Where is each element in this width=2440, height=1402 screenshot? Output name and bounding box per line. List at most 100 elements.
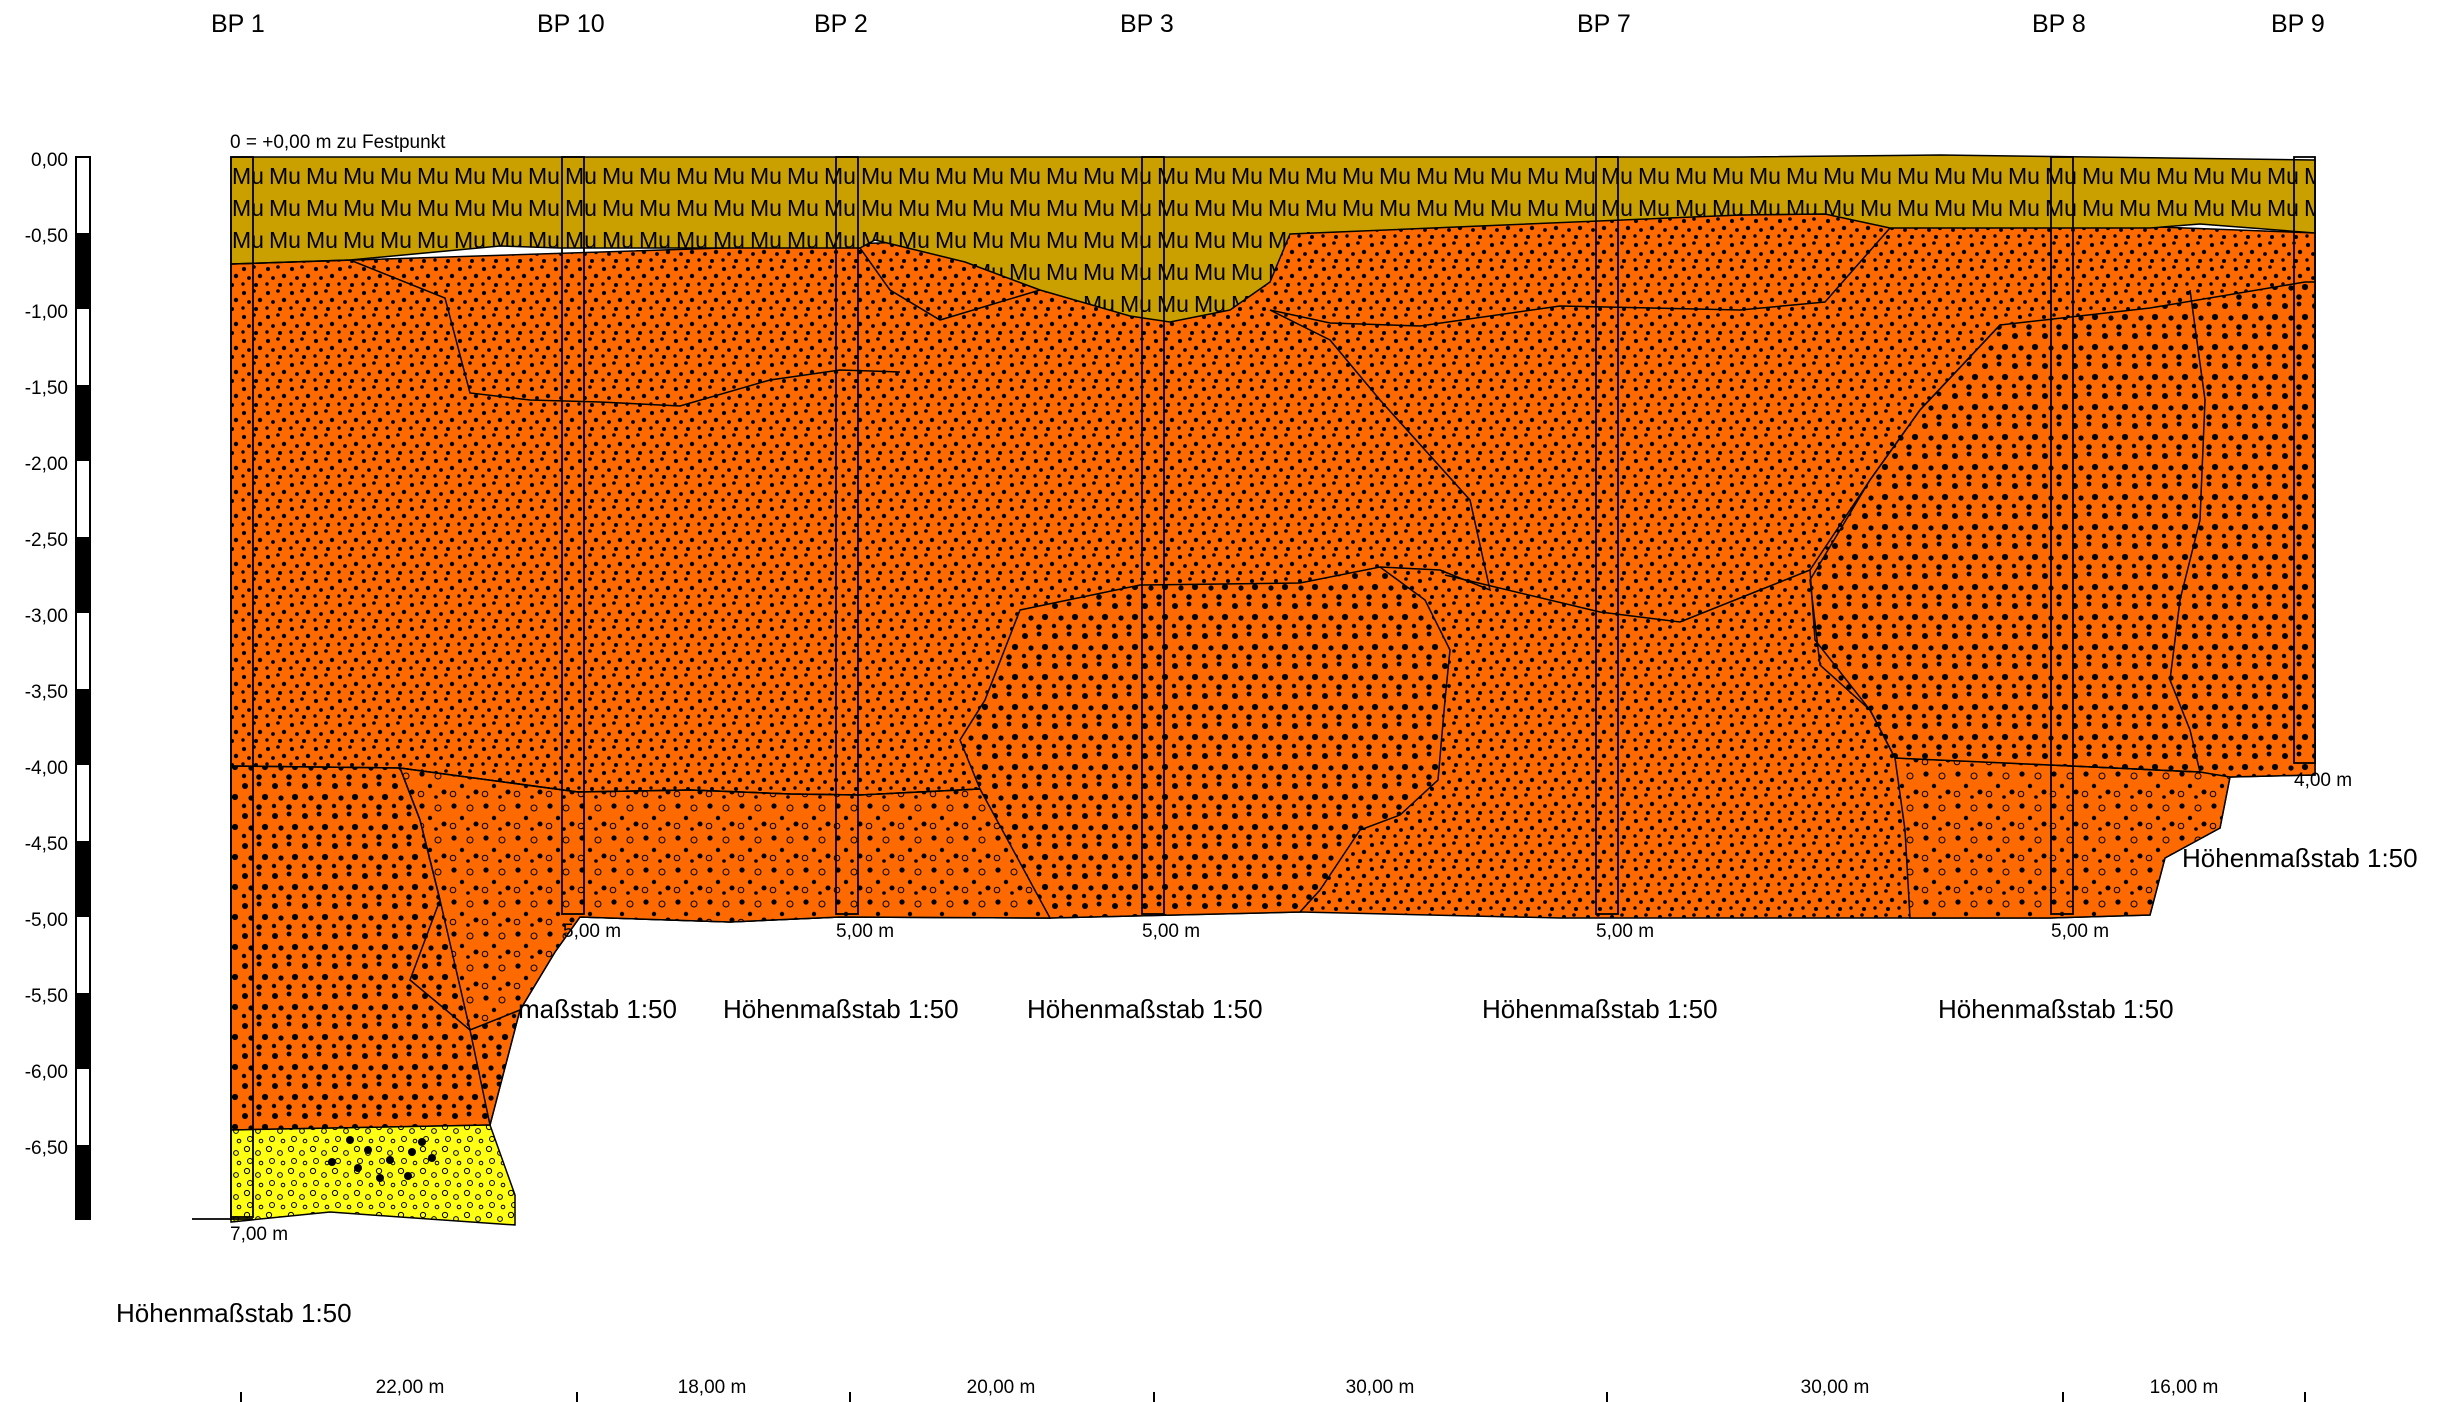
distance-label: 30,00 m [1346, 1377, 1415, 1398]
topsoil-code: Mu [343, 227, 375, 253]
topsoil-code: Mu [380, 195, 412, 221]
depth-ruler [75, 156, 91, 1220]
topsoil-code: Mu [1934, 195, 1966, 221]
topsoil-code: Mu [1268, 195, 1300, 221]
scale-label: maßstab 1:50 [518, 994, 677, 1024]
borehole-label-bp9: BP 9 [2271, 10, 2325, 38]
topsoil-code: Mu [1194, 259, 1226, 285]
topsoil-code: Mu [380, 227, 412, 253]
topsoil-code: Mu [1083, 259, 1115, 285]
topsoil-code: Mu [1157, 291, 1189, 317]
borehole-depth-label: 5,00 m [1142, 921, 1200, 942]
topsoil-code: Mu [639, 227, 671, 253]
topsoil-code: Mu [417, 227, 449, 253]
topsoil-code: Mu [1305, 195, 1337, 221]
topsoil-code: Mu [676, 195, 708, 221]
topsoil-code: Mu [1379, 195, 1411, 221]
topsoil-code: Mu [1527, 195, 1559, 221]
topsoil-code: Mu [1342, 195, 1374, 221]
topsoil-code: Mu [713, 195, 745, 221]
topsoil-code: Mu [2119, 195, 2151, 221]
topsoil-code: Mu [639, 163, 671, 189]
topsoil-code: Mu [454, 163, 486, 189]
topsoil-code: Mu [1860, 163, 1892, 189]
topsoil-code: Mu [417, 163, 449, 189]
topsoil-code: Mu [1157, 259, 1189, 285]
topsoil-code: Mu [2119, 163, 2151, 189]
topsoil-code: Mu [269, 163, 301, 189]
scale-label: Höhenmaßstab 1:50 [723, 994, 959, 1024]
topsoil-code: Mu [1268, 163, 1300, 189]
depth-label: 0,00 [31, 150, 68, 171]
topsoil-code: Mu [1971, 163, 2003, 189]
topsoil-code: Mu [232, 227, 264, 253]
topsoil-code: Mu [1231, 195, 1263, 221]
topsoil-code: Mu [972, 163, 1004, 189]
scale-label: Höhenmaßstab 1:50 [1027, 994, 1263, 1024]
topsoil-code: Mu [1120, 195, 1152, 221]
topsoil-code: Mu [2156, 163, 2188, 189]
topsoil-code: Mu [491, 195, 523, 221]
topsoil-code: Mu [787, 195, 819, 221]
topsoil-code: Mu [1083, 227, 1115, 253]
topsoil-code: Mu [1490, 163, 1522, 189]
topsoil-code: Mu [306, 227, 338, 253]
topsoil-code: Mu [2082, 195, 2114, 221]
topsoil-code: Mu [676, 163, 708, 189]
depth-label: -3,50 [25, 682, 68, 703]
topsoil-code: Mu [1157, 195, 1189, 221]
topsoil-code: Mu [1194, 195, 1226, 221]
gravel-layer-mixed [1894, 757, 2241, 919]
topsoil-code: Mu [1564, 163, 1596, 189]
topsoil-code: Mu [1453, 195, 1485, 221]
topsoil-code: Mu [1231, 163, 1263, 189]
depth-label: -2,00 [25, 454, 68, 475]
topsoil-code: Mu [1601, 195, 1633, 221]
scale-label: Höhenmaßstab 1:50 [116, 1298, 352, 1328]
topsoil-code: Mu [935, 227, 967, 253]
depth-label: -0,50 [25, 226, 68, 247]
borehole-depth-label: 7,00 m [230, 1224, 288, 1245]
topsoil-code: Mu [2193, 163, 2225, 189]
topsoil-code: Mu [898, 195, 930, 221]
depth-label: -1,00 [25, 302, 68, 323]
topsoil-code: Mu [972, 195, 1004, 221]
topsoil-code: Mu [1416, 195, 1448, 221]
topsoil-code: Mu [1046, 195, 1078, 221]
depth-label: -2,50 [25, 530, 68, 551]
topsoil-code: Mu [1157, 227, 1189, 253]
reference-label: 0 = +0,00 m zu Festpunkt [230, 132, 446, 153]
topsoil-code: Mu [1046, 259, 1078, 285]
topsoil-code: Mu [898, 163, 930, 189]
topsoil-code: Mu [1046, 163, 1078, 189]
topsoil-code: Mu [1231, 259, 1263, 285]
topsoil-code: Mu [232, 195, 264, 221]
topsoil-code: Mu [1379, 163, 1411, 189]
topsoil-code: Mu [1860, 195, 1892, 221]
borehole-label-bp1: BP 1 [211, 10, 265, 38]
topsoil-code: Mu [528, 227, 560, 253]
topsoil-code: Mu [1638, 163, 1670, 189]
topsoil-code: Mu [861, 195, 893, 221]
topsoil-code: Mu [1305, 163, 1337, 189]
topsoil-code: Mu [1527, 163, 1559, 189]
gravel-layer-coarse [959, 566, 1451, 919]
topsoil-code: Mu [602, 227, 634, 253]
borehole-depth-label: 5,00 m [2051, 921, 2109, 942]
topsoil-code: Mu [1823, 163, 1855, 189]
distance-label: 22,00 m [376, 1377, 445, 1398]
topsoil-code: Mu [2082, 163, 2114, 189]
topsoil-code: Mu [1712, 163, 1744, 189]
topsoil-code: Mu [935, 195, 967, 221]
scale-label: Höhenmaßstab 1:50 [2182, 843, 2418, 873]
topsoil-code: Mu [2193, 195, 2225, 221]
topsoil-code: Mu [269, 195, 301, 221]
depth-label: -6,00 [25, 1062, 68, 1083]
topsoil-code: Mu [1009, 195, 1041, 221]
topsoil-code: Mu [1120, 163, 1152, 189]
topsoil-code: Mu [1675, 163, 1707, 189]
topsoil-code: Mu [935, 163, 967, 189]
distance-label: 16,00 m [2150, 1377, 2219, 1398]
topsoil-code: Mu [1934, 163, 1966, 189]
sand-layer [230, 1124, 516, 1226]
